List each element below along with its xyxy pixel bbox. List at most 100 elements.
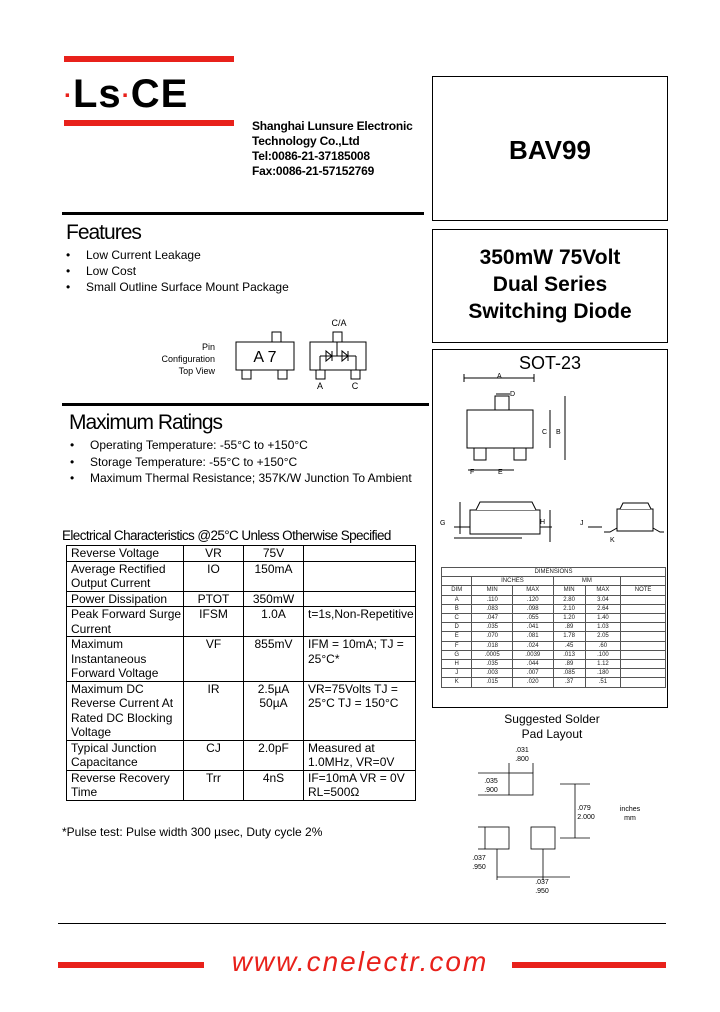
- features-list: Low Current Leakage Low Cost Small Outli…: [66, 247, 289, 295]
- logo-top-bar: [64, 56, 234, 62]
- dim-cell: 2.64: [584, 603, 622, 615]
- dim-cell: .041: [511, 622, 554, 633]
- dim-cell: [620, 668, 666, 679]
- dim-header-mm: MM: [552, 576, 622, 587]
- solder-title: Suggested Solder Pad Layout: [432, 712, 672, 742]
- dim-cell: [620, 659, 666, 670]
- elec-cell-val: 2.0pF: [243, 739, 304, 771]
- dim-cell: .180: [584, 668, 622, 679]
- elec-cell-val: 1.0A: [243, 606, 304, 637]
- elec-cell-param: Maximum Instantaneous Forward Voltage: [66, 636, 184, 682]
- elec-cell-cond: IFM = 10mA; TJ = 25°C*: [303, 636, 416, 682]
- dim-cell: .035: [471, 659, 513, 670]
- pin-label-ca: C/A: [331, 318, 346, 328]
- dim-cell: .003: [471, 668, 513, 679]
- elec-cell-val: 350mW: [243, 590, 304, 607]
- dim-cell: [620, 603, 666, 615]
- elec-cell-val: 855mV: [243, 636, 304, 682]
- footer-red-line-left: [58, 962, 204, 968]
- dim-cell: .081: [511, 631, 554, 642]
- solder-dim2-inch: .035: [484, 778, 498, 785]
- dim-cell: [620, 631, 666, 642]
- elec-cell-cond: t=1s,Non-Repetitive: [303, 606, 416, 637]
- dim-cell: .020: [511, 677, 554, 688]
- elec-cell-cond: [303, 545, 416, 562]
- solder-dim3-inch: .079: [577, 805, 591, 812]
- dim-cell: 2.05: [584, 631, 622, 642]
- description-line1: 350mW 75Volt: [479, 246, 621, 269]
- elec-cell-val: 75V: [243, 545, 304, 562]
- elec-cell-cond: [303, 590, 416, 607]
- rating-item: Storage Temperature: -55°C to +150°C: [70, 454, 412, 471]
- dim-cell: .024: [511, 640, 554, 651]
- elec-cell-sym: CJ: [183, 739, 244, 771]
- dim-cell: .044: [511, 659, 554, 670]
- dim-cell: D: [440, 622, 473, 633]
- dim-cell: .89: [552, 659, 586, 670]
- dim-label-e: E: [498, 469, 503, 476]
- description-line2: Dual Series: [492, 273, 608, 296]
- feature-item: Small Outline Surface Mount Package: [66, 279, 289, 295]
- solder-dim1-mm: .800: [515, 756, 529, 763]
- feature-item: Low Current Leakage: [66, 247, 289, 263]
- company-tel: Tel:0086-21-37185008: [252, 149, 370, 163]
- elec-cell-param: Power Dissipation: [66, 590, 184, 607]
- rating-item: Operating Temperature: -55°C to +150°C: [70, 437, 412, 454]
- dim-cell: .0005: [471, 649, 513, 661]
- dim-cell: 2.80: [552, 594, 586, 605]
- description-box: 350mW 75Volt Dual Series Switching Diode: [432, 229, 668, 343]
- company-name-line2: Technology Co.,Ltd: [252, 134, 360, 148]
- dimensions-title: DIMENSIONS: [441, 566, 666, 578]
- dim-cell: .89: [552, 622, 586, 633]
- dim-cell: .070: [471, 631, 513, 642]
- elec-cell-sym: IO: [183, 560, 244, 592]
- elec-cell-val: 150mA: [243, 560, 304, 592]
- footer-red-line-right: [512, 962, 666, 968]
- dim-cell: .055: [511, 613, 554, 624]
- dim-col-header: MAX: [511, 585, 554, 596]
- dim-cell: [620, 622, 666, 633]
- package-name: SOT-23: [518, 353, 582, 373]
- features-heading: Features: [66, 221, 142, 244]
- dim-cell: .098: [511, 603, 554, 615]
- elec-cell-param: Average Rectified Output Current: [66, 560, 184, 592]
- company-logo: ·Ls·CE: [64, 72, 189, 116]
- company-fax: Fax:0086-21-57152769: [252, 164, 375, 178]
- dim-label-c: C: [542, 429, 547, 436]
- solder-pad-drawing: .031 .800 .035 .900 .079 2.000 .037 .950…: [472, 747, 640, 895]
- feature-item: Low Cost: [66, 263, 289, 279]
- company-info: Shanghai Lunsure Electronic Technology C…: [252, 119, 413, 179]
- ratings-divider: [62, 403, 429, 406]
- dim-label-h: H: [540, 519, 545, 526]
- solder-dim5-inch: .037: [535, 879, 549, 886]
- dim-cell: .035: [471, 622, 513, 633]
- dim-col-header: MIN: [552, 585, 586, 596]
- elec-cell-val: 4nS: [243, 769, 304, 801]
- dim-header-spacer2: [620, 576, 666, 587]
- features-divider: [62, 212, 424, 215]
- dim-cell: .37: [552, 677, 586, 688]
- footer-url[interactable]: www.cnelectr.com: [231, 946, 489, 977]
- elec-cell-cond: Measured at 1.0MHz, VR=0V: [303, 739, 416, 771]
- elec-cell-sym: Trr: [183, 769, 244, 801]
- elec-cell-param: Peak Forward Surge Current: [66, 606, 184, 637]
- dim-cell: 2.10: [552, 603, 586, 615]
- dim-cell: A: [440, 594, 473, 605]
- pin-marking: A 7: [253, 349, 276, 366]
- dim-cell: .083: [471, 603, 513, 615]
- elec-cell-sym: VR: [183, 545, 244, 562]
- dim-row: G.0005.0039.013.100: [440, 649, 666, 661]
- solder-title-line1: Suggested Solder: [504, 712, 600, 726]
- dim-cell: .100: [584, 649, 622, 661]
- dim-label-j: J: [580, 520, 584, 527]
- dim-cell: [620, 649, 666, 661]
- pin-config-label: Pin Configuration Top View: [150, 341, 215, 377]
- dim-label-a: A: [497, 373, 502, 380]
- footer-divider: [58, 923, 666, 924]
- dim-row: F.018.024.45.60: [440, 640, 666, 651]
